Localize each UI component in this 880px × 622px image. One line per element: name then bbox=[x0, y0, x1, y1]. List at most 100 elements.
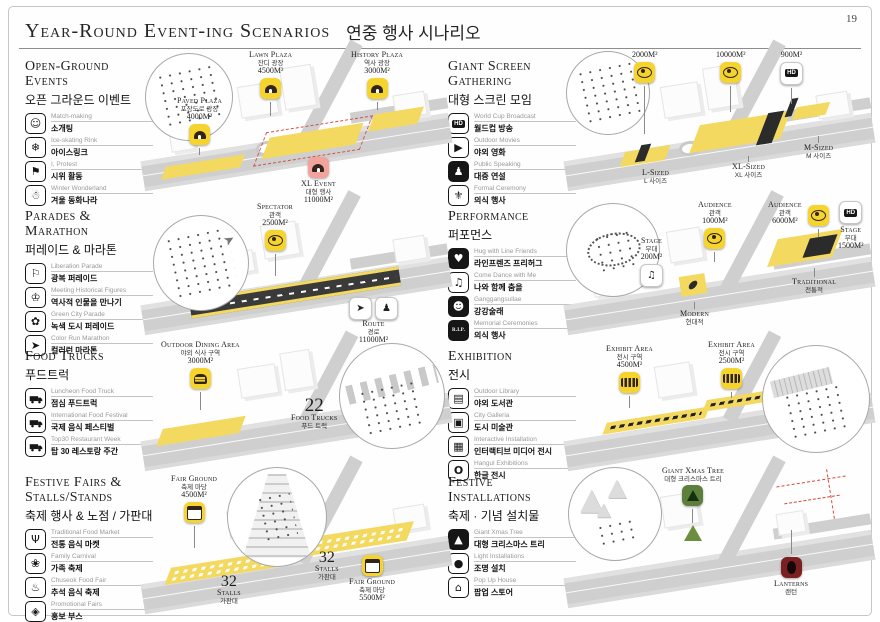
callout-spectator: Spectator 관객 2500M² bbox=[257, 202, 293, 277]
eye-icon bbox=[707, 233, 723, 245]
callout-title: Lawn Plaza bbox=[249, 50, 293, 59]
callout-title-kr: 관객 bbox=[269, 211, 281, 219]
callout-area: 11000M² bbox=[358, 335, 389, 345]
hd-screen-badge: HD bbox=[780, 61, 803, 85]
visitor-figures bbox=[594, 517, 636, 551]
map-festive-installations: ▲ ▲ ▲ Giant Xmas Tree 대형 크리스마스 트리 Lanter… bbox=[563, 455, 876, 617]
legend-label-en: Color Run Marathon bbox=[51, 335, 153, 345]
callout-line bbox=[818, 229, 819, 237]
stall-count: 32 bbox=[318, 549, 335, 566]
callout-area: 11000M² bbox=[303, 195, 334, 205]
legend-label-kr: 한글 전시 bbox=[474, 471, 506, 481]
legend-label-en: Ice-skating Rink bbox=[51, 137, 153, 147]
callout-audience-6000: Audience 관객 6000M² bbox=[768, 200, 802, 226]
callout-10000: 10000M² bbox=[716, 50, 746, 113]
legend-label-kr: 의식 행사 bbox=[474, 196, 506, 206]
map-festive-fairs: Fair Ground 축제 마당 4500M² Fair Ground 축제 … bbox=[140, 455, 453, 617]
callout-area: 1000M² bbox=[702, 216, 728, 226]
callout-area: 10000M² bbox=[716, 50, 746, 59]
rip-text: R.I.P. bbox=[451, 328, 466, 334]
food-market-icon: Ψ bbox=[25, 529, 46, 551]
callout-route: ➤ ♟ Route 경로 11000M² bbox=[349, 297, 398, 345]
food-truck-icon bbox=[25, 412, 46, 434]
callout-title: Food Trucks bbox=[291, 413, 338, 423]
green-city-parade-icon: ✿ bbox=[25, 311, 46, 333]
callout-title: Traditional bbox=[792, 277, 837, 286]
tree-icon bbox=[686, 490, 699, 502]
popup-house-icon: ⌂ bbox=[448, 577, 469, 599]
callout-title-kr: 가판대 bbox=[317, 574, 336, 582]
section-title-en: Festive Fairs & Stalls/Stands bbox=[25, 475, 122, 506]
callout-title-kr: 현대적 bbox=[685, 318, 704, 326]
section-parades-marathon: Parades & Marathon 퍼레이드 & 마라톤 ⚐ Liberati… bbox=[17, 190, 453, 357]
eye-badge bbox=[634, 61, 656, 83]
callout-line bbox=[692, 509, 694, 524]
world-cup-broadcast-icon: HD bbox=[448, 113, 469, 135]
callout-title: Outdoor Dining Area bbox=[161, 340, 240, 349]
walker-icon: ♟ bbox=[382, 302, 391, 314]
legend-label-en: Hug with Line Friends bbox=[474, 248, 576, 258]
callout-title: Audience bbox=[698, 200, 732, 209]
legend-label-en: Liberation Parade bbox=[51, 263, 153, 273]
callout-900: 900M² HD bbox=[780, 50, 803, 105]
callout-area: 4500M² bbox=[181, 490, 207, 500]
page-frame: 19 Year-Round Event-ing Scenarios 연중 행사 … bbox=[8, 6, 876, 622]
callout-title: Fair Ground bbox=[349, 577, 396, 586]
callout-line bbox=[199, 392, 201, 411]
legend-label-kr: 홍보 부스 bbox=[51, 612, 83, 622]
callout-area: 1500M² bbox=[838, 241, 864, 251]
callout-title-kr: 축제 마당 bbox=[181, 483, 207, 491]
callout-title: Lanterns bbox=[774, 579, 809, 588]
legend-label-kr: 국제 음식 페스티벌 bbox=[51, 423, 115, 433]
page-header: Year-Round Event-ing Scenarios 연중 행사 시나리… bbox=[19, 15, 861, 49]
callout-line bbox=[714, 252, 716, 263]
stall-count: 32 bbox=[220, 573, 237, 590]
callout-xl-sized: XL-Sized XL 사이즈 bbox=[732, 155, 765, 179]
tent-icon bbox=[371, 84, 384, 93]
fair-street-inset bbox=[227, 467, 327, 567]
legend-label-en: Pop Up House bbox=[474, 577, 576, 587]
runner-icon: ➤ bbox=[356, 302, 365, 314]
map-exhibition: Exhibit Area 전시 구역 4500M² Exhibit Area 전… bbox=[563, 330, 876, 471]
page-number: 19 bbox=[846, 13, 857, 25]
callout-title: Stage bbox=[840, 225, 862, 234]
legend-label-kr: 인터랙티브 미디어 전시 bbox=[474, 447, 553, 457]
legend-label-en: Luncheon Food Truck bbox=[51, 388, 153, 398]
parade-inset: ➤ bbox=[153, 215, 249, 311]
section-festive-installations: Festive Installations 축제 · 기념 설치물 ▲ Gian… bbox=[440, 455, 876, 617]
legend-label-en: Family Carnival bbox=[51, 553, 153, 563]
section-giant-screen-gathering: Giant Screen Gathering 대형 스크린 모임 HD Worl… bbox=[440, 39, 876, 207]
historical-figures-icon: ♔ bbox=[25, 287, 46, 309]
callout-stage-200: Stage 무대 200M² ♫ bbox=[640, 236, 663, 289]
section-title-en: Giant Screen Gathering bbox=[448, 59, 531, 90]
formal-ceremony-icon: ⚜ bbox=[448, 185, 469, 207]
lantern-badge bbox=[780, 557, 802, 578]
callout-title-kr: XL 사이즈 bbox=[734, 171, 763, 179]
tent-icon bbox=[193, 130, 206, 139]
building bbox=[654, 361, 695, 399]
callout-title: L-Sized bbox=[642, 168, 670, 177]
tree-shape: ▲ bbox=[596, 499, 611, 521]
callout-title: XL-Sized bbox=[732, 162, 766, 171]
dancer-figures bbox=[591, 228, 635, 272]
legend-label-kr: 나와 함께 춤을 bbox=[474, 283, 523, 293]
callout-title: Paved Plaza bbox=[177, 96, 222, 105]
building bbox=[236, 363, 280, 399]
eye-icon bbox=[723, 66, 739, 78]
section-title-kr: 오픈 그라운드 이벤트 bbox=[25, 93, 132, 108]
memorial-rip-icon: R.I.P. bbox=[448, 320, 469, 342]
callout-title-kr: 야외 식사 구역 bbox=[180, 349, 221, 357]
